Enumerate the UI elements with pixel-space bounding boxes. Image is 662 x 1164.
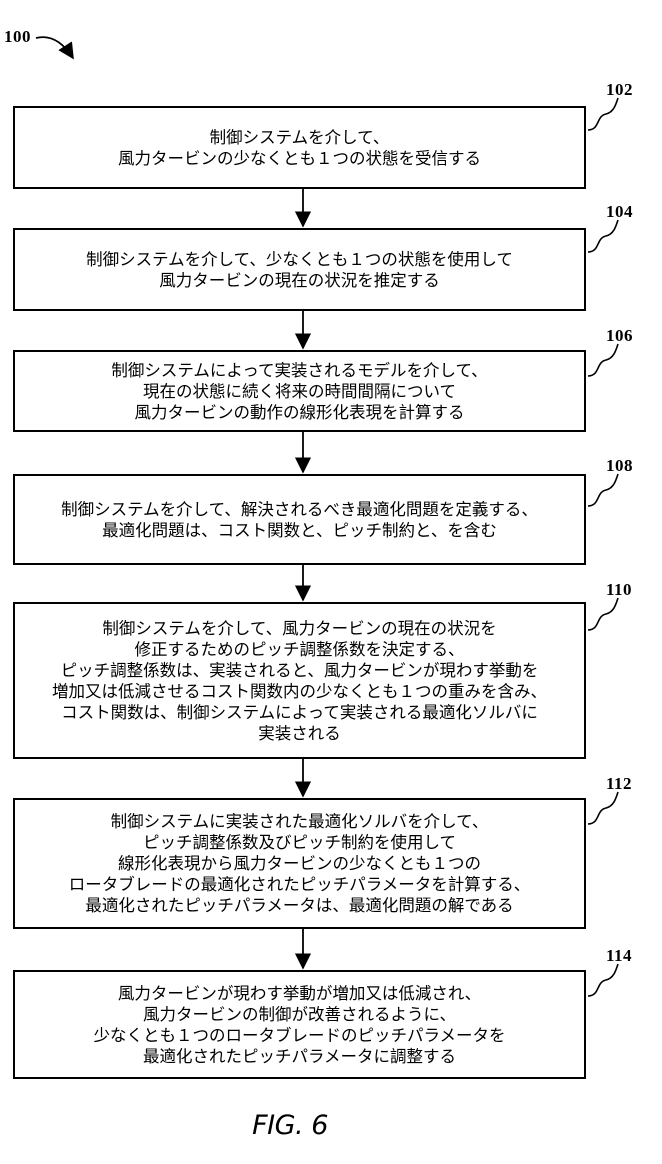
step-box-112: 制御システムに実装された最適化ソルバを介して、 ピッチ調整係数及びピッチ制約を使… xyxy=(13,798,586,929)
step-110-line-4: 増加又は低減させるコスト関数内の少なくとも１つの重みを含み、 xyxy=(52,681,547,702)
step-box-106: 制御システムによって実装されるモデルを介して、 現在の状態に続く将来の時間間隔に… xyxy=(13,350,586,432)
step-106-line-2: 現在の状態に続く将来の時間間隔について xyxy=(143,381,456,402)
step-box-102: 制御システムを介して、 風力タービンの少なくとも１つの状態を受信する xyxy=(13,106,586,189)
step-106-line-3: 風力タービンの動作の線形化表現を計算する xyxy=(135,402,465,423)
step-ref-106: 106 xyxy=(606,326,633,346)
step-102-line-1: 制御システムを介して、 xyxy=(210,127,390,148)
step-112-line-1: 制御システムに実装された最適化ソルバを介して、 xyxy=(111,811,489,832)
step-114-line-4: 最適化されたピッチパラメータに調整する xyxy=(143,1046,456,1067)
step-110-line-1: 制御システムを介して、風力タービンの現在の状況を xyxy=(102,618,496,639)
leader-line-112 xyxy=(588,792,618,824)
leader-line-102 xyxy=(588,98,618,130)
step-ref-102: 102 xyxy=(606,80,633,100)
step-114-line-1: 風力タービンが現わす挙動が増加又は低減され、 xyxy=(118,983,481,1004)
step-ref-110: 110 xyxy=(606,580,632,600)
step-110-line-3: ピッチ調整係数は、実装されると、風力タービンが現わす挙動を xyxy=(61,660,539,681)
step-ref-112: 112 xyxy=(606,774,632,794)
step-112-line-4: ロータブレードの最適化されたピッチパラメータを計算する、 xyxy=(69,874,531,895)
step-102-line-2: 風力タービンの少なくとも１つの状態を受信する xyxy=(118,148,481,169)
leader-line-110 xyxy=(588,598,618,630)
figure-caption: FIG. 6 xyxy=(0,1110,580,1141)
step-112-line-2: ピッチ調整係数及びピッチ制約を使用して xyxy=(143,832,456,853)
step-box-114: 風力タービンが現わす挙動が増加又は低減され、 風力タービンの制御が改善されるよう… xyxy=(13,970,586,1079)
step-box-108: 制御システムを介して、解決されるべき最適化問題を定義する、 最適化問題は、コスト… xyxy=(13,474,586,565)
step-106-line-1: 制御システムによって実装されるモデルを介して、 xyxy=(111,360,487,381)
step-ref-104: 104 xyxy=(606,202,633,222)
step-ref-108: 108 xyxy=(606,456,633,476)
step-box-104: 制御システムを介して、少なくとも１つの状態を使用して 風力タービンの現在の状況を… xyxy=(13,228,586,311)
step-114-line-3: 少なくとも１つのロータブレードのピッチパラメータを xyxy=(93,1025,505,1046)
leader-line-114 xyxy=(588,964,618,996)
step-110-line-5: コスト関数は、制御システムによって実装される最適化ソルバに xyxy=(61,702,538,723)
leader-line-106 xyxy=(588,344,618,376)
step-108-line-2: 最適化問題は、コスト関数と、ピッチ制約と、を含む xyxy=(102,520,497,541)
step-108-line-1: 制御システムを介して、解決されるべき最適化問題を定義する、 xyxy=(61,499,538,520)
step-104-line-2: 風力タービンの現在の状況を推定する xyxy=(159,270,440,291)
step-112-line-3: 線形化表現から風力タービンの少なくとも１つの xyxy=(118,853,481,874)
step-114-line-2: 風力タービンの制御が改善されるように、 xyxy=(143,1004,456,1025)
step-104-line-1: 制御システムを介して、少なくとも１つの状態を使用して xyxy=(86,249,513,270)
figure-reference-arrow xyxy=(36,37,73,58)
leader-line-104 xyxy=(588,220,618,252)
step-110-line-2: 修正するためのピッチ調整係数を決定する、 xyxy=(135,639,465,660)
leader-line-108 xyxy=(588,474,618,506)
step-box-110: 制御システムを介して、風力タービンの現在の状況を 修正するためのピッチ調整係数を… xyxy=(13,602,586,759)
step-112-line-5: 最適化されたピッチパラメータは、最適化問題の解である xyxy=(85,895,513,916)
step-110-line-6: 実装される xyxy=(258,723,341,744)
step-ref-114: 114 xyxy=(606,946,632,966)
